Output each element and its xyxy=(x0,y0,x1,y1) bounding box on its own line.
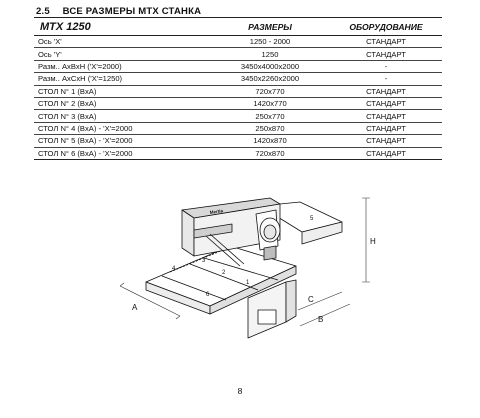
brand-label: Mertia xyxy=(209,208,223,215)
row-dimension-cell: 720x770 xyxy=(210,85,330,98)
table-number-label: 4 xyxy=(172,266,176,272)
row-name-cell: СТОЛ N° 2 (BxA) xyxy=(34,97,210,111)
row-dimension-cell: 720x870 xyxy=(210,147,330,160)
row-dimension-cell: 250x770 xyxy=(210,109,330,123)
equipment-header: ОБОРУДОВАНИЕ xyxy=(330,17,442,36)
row-equipment-cell: СТАНДАРТ xyxy=(330,147,442,160)
table-number-label: 3 xyxy=(202,258,206,264)
row-dimension-cell: 1420x770 xyxy=(210,97,330,111)
table-number-label: 2 xyxy=(222,270,226,276)
row-equipment-cell: СТАНДАРТ xyxy=(330,134,442,148)
row-equipment-cell: СТАНДАРТ xyxy=(330,35,442,49)
table-row: Разм.. AxCxH ('X'=1250)3450x2260x2000- xyxy=(34,72,442,86)
row-dimension-cell: 250x870 xyxy=(210,122,330,136)
row-name-cell: СТОЛ N° 6 (BxA) - 'X'=2000 xyxy=(34,147,210,160)
section-number: 2.5 xyxy=(36,6,50,17)
row-name-cell: СТОЛ N° 3 (BxA) xyxy=(34,109,210,123)
row-dimension-cell: 3450x2260x2000 xyxy=(210,72,330,86)
row-equipment-cell: СТАНДАРТ xyxy=(330,122,442,136)
section-title: ВСЕ РАЗМЕРЫ МТХ СТАНКА xyxy=(62,6,202,17)
row-dimension-cell: 3450x4000x2000 xyxy=(210,60,330,74)
page-number: 8 xyxy=(237,386,243,396)
model-header: MTX 1250 xyxy=(34,17,210,36)
row-equipment-cell: - xyxy=(330,72,442,86)
row-equipment-cell: СТАНДАРТ xyxy=(330,109,442,123)
row-dimension-cell: 1420x870 xyxy=(210,134,330,148)
row-name-cell: СТОЛ N° 5 (BxA) - 'X'=2000 xyxy=(34,134,210,148)
row-name-cell: СТОЛ N° 1 (BxA) xyxy=(34,85,210,98)
machine-drawing: Mertia A C B H 1 2 3 4 5 6 xyxy=(110,170,390,350)
row-equipment-cell: СТАНДАРТ xyxy=(330,47,442,61)
dimension-b-label: B xyxy=(318,315,323,324)
dimension-c-label: C xyxy=(308,295,314,304)
row-name-cell: Ось 'X' xyxy=(34,35,210,49)
table-header-row: MTX 1250 РАЗМЕРЫ ОБОРУДОВАНИЕ xyxy=(34,17,442,36)
dimensions-table: MTX 1250 РАЗМЕРЫ ОБОРУДОВАНИЕ Ось 'X'125… xyxy=(34,17,442,160)
row-equipment-cell: - xyxy=(330,60,442,74)
row-equipment-cell: СТАНДАРТ xyxy=(330,97,442,111)
dimensions-header: РАЗМЕРЫ xyxy=(210,17,330,36)
row-equipment-cell: СТАНДАРТ xyxy=(330,85,442,98)
table-number-label: 1 xyxy=(246,280,250,286)
table-row: Разм.. AxBxH ('X'=2000)3450x4000x2000- xyxy=(34,60,442,74)
dimension-a-label: A xyxy=(132,303,138,312)
machine-illustration: Mertia A C B H 1 2 3 4 5 6 xyxy=(119,197,376,339)
row-dimension-cell: 1250 - 2000 xyxy=(210,35,330,49)
row-name-cell: Разм.. AxCxH ('X'=1250) xyxy=(34,72,210,86)
dimension-h-label: H xyxy=(370,237,376,246)
table-number-label: 6 xyxy=(206,292,210,298)
row-name-cell: СТОЛ N° 4 (BxA) - 'X'=2000 xyxy=(34,122,210,136)
row-dimension-cell: 1250 xyxy=(210,47,330,61)
row-name-cell: Разм.. AxBxH ('X'=2000) xyxy=(34,60,210,74)
section-heading: 2.5 ВСЕ РАЗМЕРЫ МТХ СТАНКА xyxy=(36,6,201,17)
table-number-label: 5 xyxy=(310,216,314,222)
row-name-cell: Ось 'Y' xyxy=(34,47,210,61)
